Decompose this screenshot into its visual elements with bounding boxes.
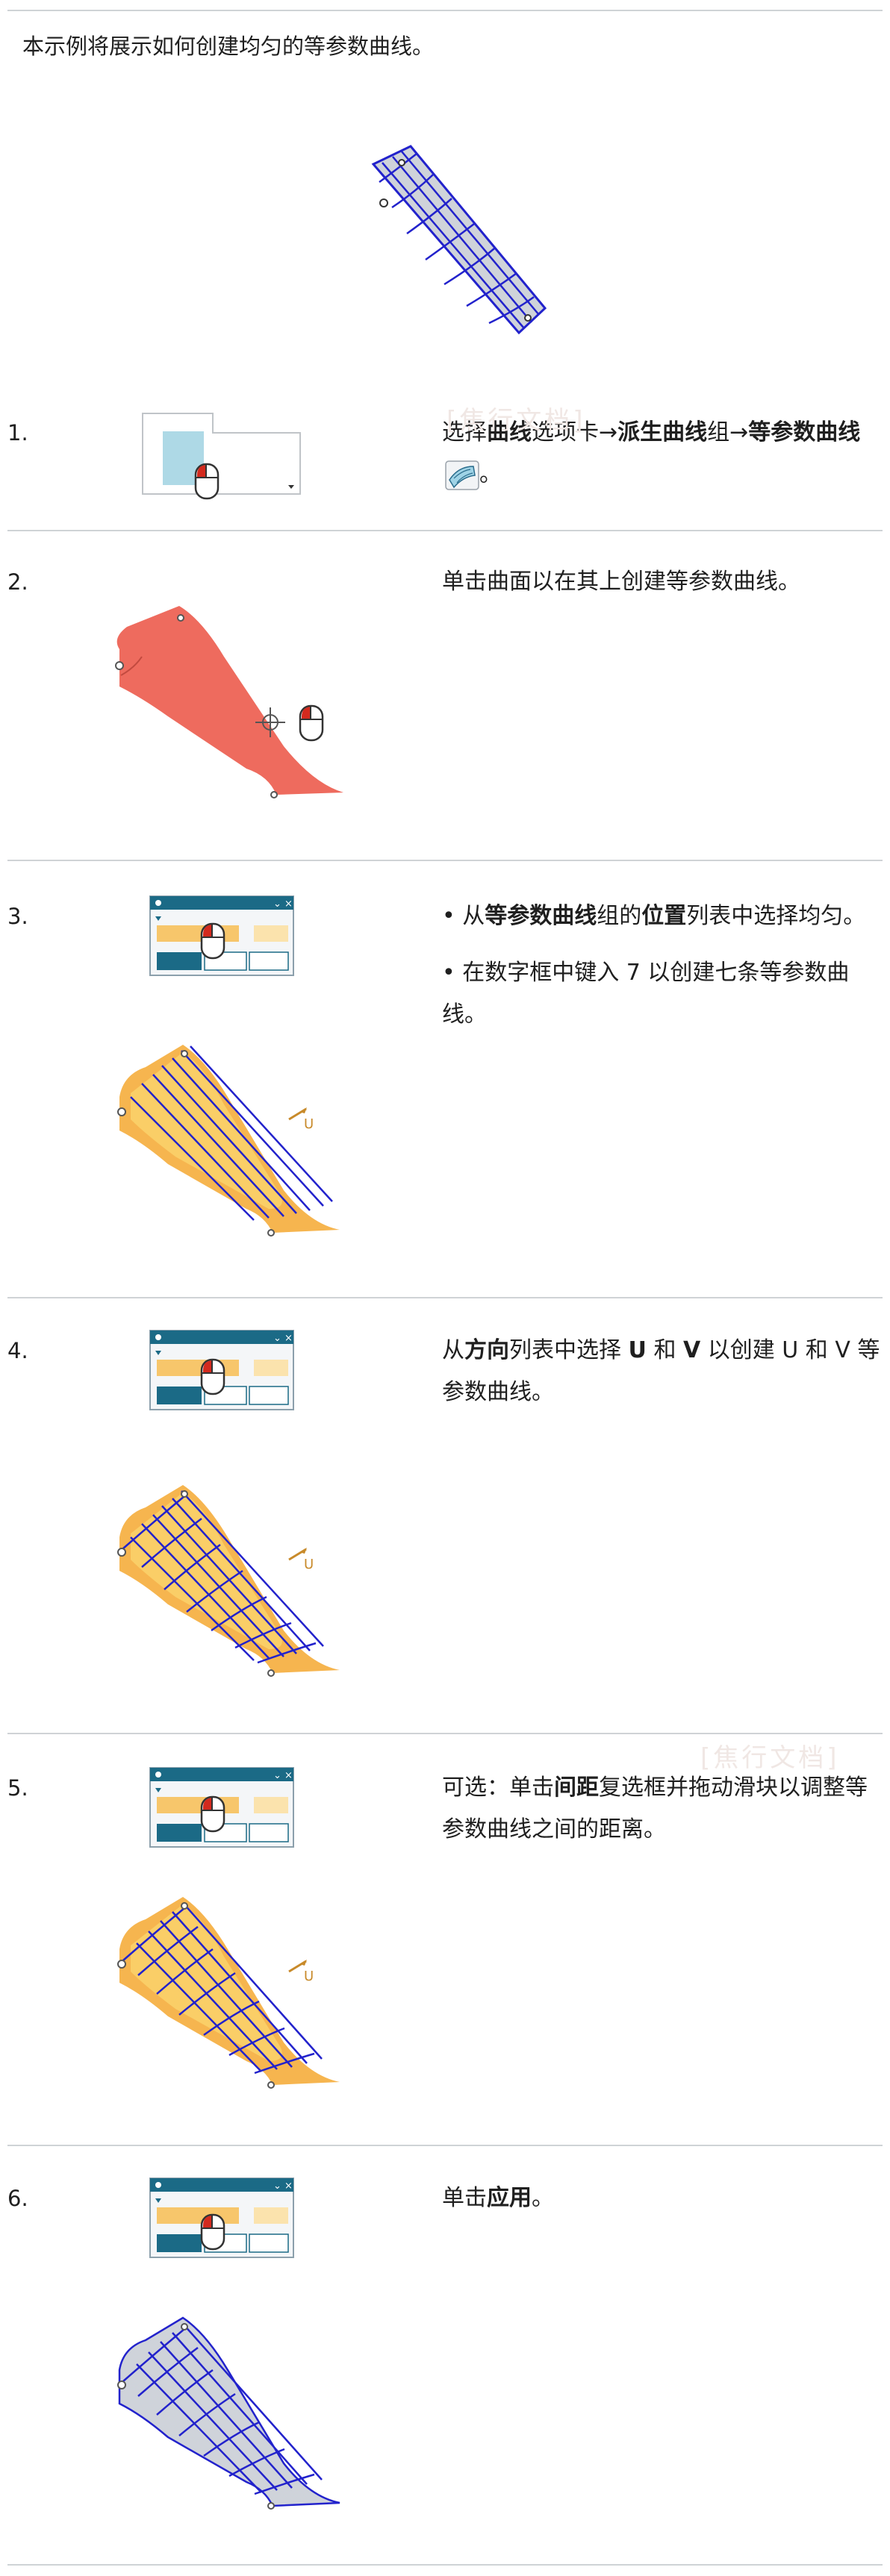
step-6-text: 单击应用。	[442, 2185, 554, 2211]
gray-surface-result	[101, 2310, 347, 2527]
red-surface-illustration	[97, 597, 351, 806]
step-1-number: 1.	[7, 420, 28, 446]
divider	[7, 1733, 883, 1734]
watermark: [焦行文档]	[700, 1743, 840, 1773]
crosshair-cursor-icon	[254, 706, 287, 739]
divider	[7, 2145, 883, 2146]
step-5-text: 可选：单击间距复选框并拖动滑块以调整等参数曲线之间的距离。	[442, 1775, 868, 1842]
step-4-text: 从方向列表中选择 U 和 V 以创建 U 和 V 等参数曲线。	[442, 1337, 880, 1405]
mouse-click-icon	[200, 1358, 225, 1395]
svg-text:⌄ ×: ⌄ ×	[273, 2180, 293, 2192]
ribbon-button-illustration	[142, 412, 302, 498]
orange-surface-spacing-curves: U	[101, 1889, 347, 2106]
mouse-click-icon	[200, 2213, 225, 2251]
step-3-number: 3.	[7, 904, 28, 929]
orange-surface-uv-curves: U	[101, 1478, 347, 1694]
apply-label: 应用	[487, 2185, 532, 2211]
step-6-number: 6.	[7, 2186, 28, 2211]
curve-tab-label: 曲线	[487, 419, 532, 446]
mouse-click-icon	[299, 704, 324, 742]
direction-label: 方向	[464, 1337, 509, 1363]
intro-text: 本示例将展示如何创建均匀的等参数曲线。	[22, 34, 435, 59]
mouse-click-icon	[200, 922, 225, 960]
orange-surface-u-curves: U	[101, 1037, 347, 1254]
surface-preview-initial	[321, 140, 567, 349]
mouse-click-icon	[200, 1795, 225, 1833]
watermark: [焦行文档]	[446, 406, 586, 436]
divider	[7, 860, 883, 861]
svg-text:⌄ ×: ⌄ ×	[273, 1333, 293, 1344]
step-4-number: 4.	[7, 1338, 28, 1363]
divider	[7, 1297, 883, 1298]
derived-curve-group-label: 派生曲线	[617, 419, 708, 446]
u-axis-label: U	[304, 1969, 314, 1984]
svg-text:⌄ ×: ⌄ ×	[273, 898, 293, 910]
step-1-text: 选择曲线选项卡→派生曲线组→等参数曲线 。	[442, 412, 883, 495]
isoparametric-curve-label: 等参数曲线	[748, 419, 861, 446]
spacing-label: 间距	[554, 1775, 599, 1801]
u-axis-label: U	[304, 1557, 314, 1572]
svg-text:⌄ ×: ⌄ ×	[273, 1770, 293, 1781]
dialog-panel-illustration: ⌄ ×	[149, 1330, 294, 1410]
step-2-text: 单击曲面以在其上创建等参数曲线。	[442, 569, 800, 595]
mouse-click-icon	[194, 463, 220, 500]
step-2-number: 2.	[7, 569, 28, 595]
u-axis-label: U	[304, 1116, 314, 1132]
step-3-bullet-2: • 在数字框中键入 7 以创建七条等参数曲线。	[442, 960, 850, 1028]
isoparametric-curve-icon	[445, 460, 479, 490]
divider	[7, 10, 883, 11]
divider	[7, 2564, 883, 2566]
step-3-bullet-1: • 从等参数曲线组的位置列表中选择均匀。	[442, 903, 866, 929]
divider	[7, 530, 883, 531]
step-5-number: 5.	[7, 1775, 28, 1801]
step-3-text: • 从等参数曲线组的位置列表中选择均匀。 • 在数字框中键入 7 以创建七条等参…	[442, 895, 883, 1051]
